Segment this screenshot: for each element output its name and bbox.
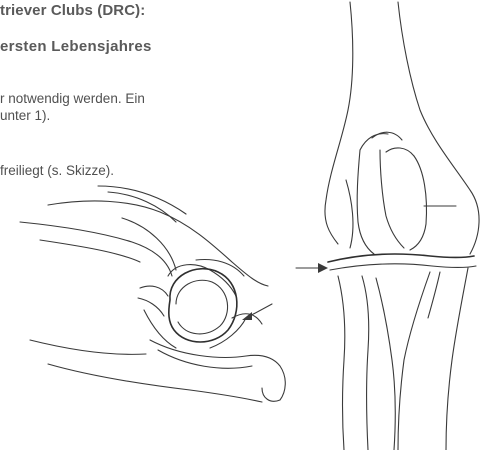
- elbow-lateral-sketch: [20, 186, 285, 402]
- elbow-frontal-sketch: [296, 2, 479, 450]
